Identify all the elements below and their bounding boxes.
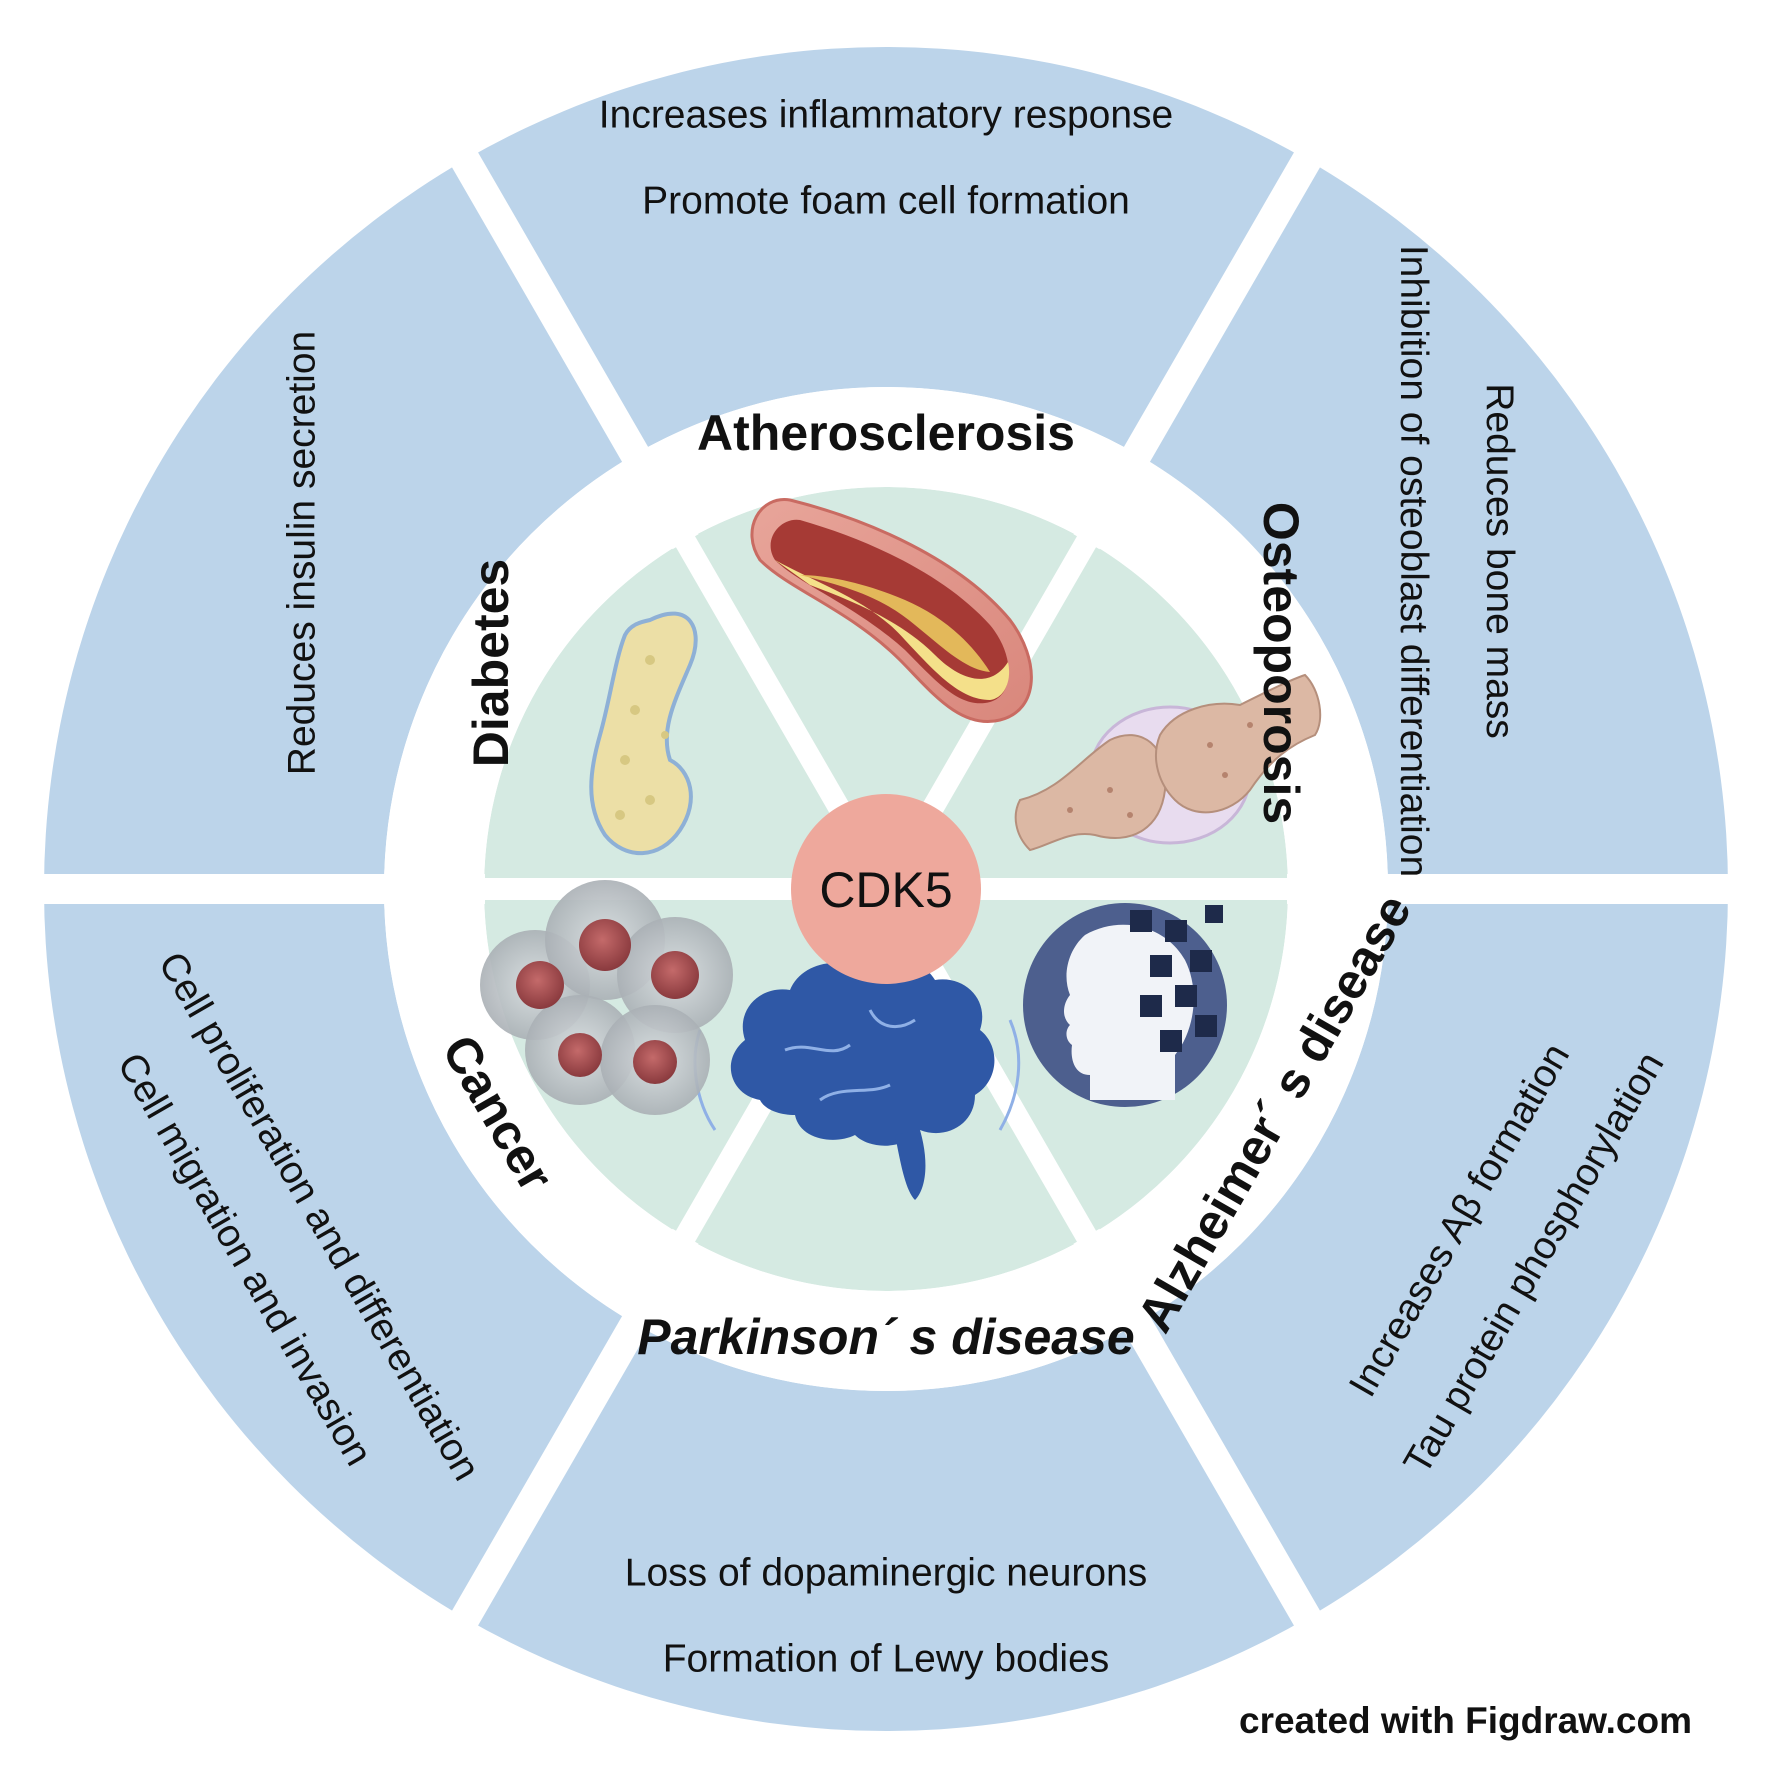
center-label: CDK5 xyxy=(819,862,952,918)
outer-ring-segment-4 xyxy=(44,889,635,1619)
credit-text: created with Figdraw.com xyxy=(1239,1700,1692,1741)
disease-label-1: Osteoporosis xyxy=(1253,502,1309,824)
tumor-cells-icon xyxy=(480,880,733,1115)
outer-ring-segment-5 xyxy=(44,159,635,889)
bone-joint-icon xyxy=(1014,673,1322,852)
disease-label-0: Atherosclerosis xyxy=(697,405,1075,461)
center-node: CDK5 xyxy=(791,794,981,984)
label-band xyxy=(384,387,1388,1391)
effect-text-3-0: Loss of dopaminergic neurons xyxy=(625,1551,1147,1594)
effect-text-1-1: Reduces bone mass xyxy=(1478,383,1521,739)
disease-label-5: Diabetes xyxy=(463,559,519,767)
outer-ring xyxy=(44,46,1728,1731)
brain-icon xyxy=(693,957,1021,1200)
artery-plaque-icon xyxy=(750,498,1033,723)
outer-ring-segment-1 xyxy=(1137,159,1728,889)
center-circle xyxy=(791,794,981,984)
outer-ring-segment-3 xyxy=(465,1323,1307,1731)
pancreas-icon xyxy=(589,611,698,856)
effect-text-1-0: Inhibition of osteoblast differentiation xyxy=(1392,245,1435,877)
inner-sector-5 xyxy=(484,540,886,889)
disease-label-3: Parkinson´ s disease xyxy=(637,1309,1134,1365)
effect-text-0-0: Promote foam cell formation xyxy=(642,179,1130,222)
outer-ring-segment-2 xyxy=(1137,889,1728,1619)
effect-text-0-1: Increases inflammatory response xyxy=(599,93,1173,136)
effect-text-3-1: Formation of Lewy bodies xyxy=(663,1637,1110,1680)
effect-text-5-0: Reduces insulin secretion xyxy=(280,331,323,775)
inner-sector-0 xyxy=(685,487,1087,889)
outer-ring-segment-0 xyxy=(465,46,1307,455)
head-puzzle-icon xyxy=(1023,903,1227,1107)
